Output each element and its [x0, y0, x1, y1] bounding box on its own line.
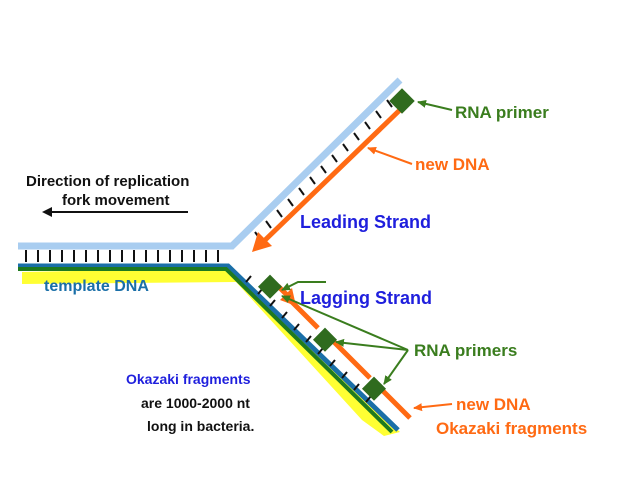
template-highlight	[22, 268, 400, 436]
duplex-base-pair-ticks	[25, 250, 219, 262]
leading-template-strand	[18, 77, 403, 250]
okazaki-note-line3: long in bacteria.	[147, 418, 254, 434]
direction-label-line1: Direction of replication	[26, 173, 189, 190]
rna-primer-block-1	[257, 274, 283, 299]
rna-primer-top-label: RNA primer	[455, 103, 549, 122]
new-dna-bottom-pointer	[413, 403, 453, 412]
lagging-strand-label: Lagging Strand	[300, 288, 432, 308]
new-dna-top-label: new DNA	[415, 155, 490, 174]
lagging-base-pair-ticks	[245, 275, 372, 403]
leading-strand-label: Leading Strand	[300, 212, 431, 232]
rna-primer-block-3	[361, 376, 387, 401]
direction-label-line2: fork movement	[62, 192, 170, 209]
leading-new-dna-strand	[260, 104, 406, 245]
okazaki-note-line2: are 1000-2000 nt	[141, 395, 250, 411]
new-dna-bottom-label: new DNA	[456, 395, 531, 414]
rna-primers-label: RNA primers	[414, 341, 517, 360]
leading-base-pair-ticks	[254, 99, 393, 240]
rna-primer-block-2	[312, 327, 338, 352]
lagging-fragment-segment	[288, 298, 320, 330]
template-dna-label: template DNA	[44, 278, 149, 295]
rna-primer-block-top	[389, 88, 415, 114]
rna-primers-pointers	[281, 295, 409, 385]
new-dna-top-pointer	[367, 146, 413, 165]
lagging-strand-pointer	[281, 281, 326, 291]
lagging-template-strand-green	[18, 267, 394, 434]
rna-primer-pointer	[417, 99, 453, 111]
okazaki-note-title: Okazaki fragments	[126, 371, 251, 387]
lagging-template-strand-blue	[18, 263, 400, 432]
leading-new-dna-arrowhead	[252, 232, 272, 252]
okazaki-fragments-label: Okazaki fragments	[436, 419, 587, 438]
